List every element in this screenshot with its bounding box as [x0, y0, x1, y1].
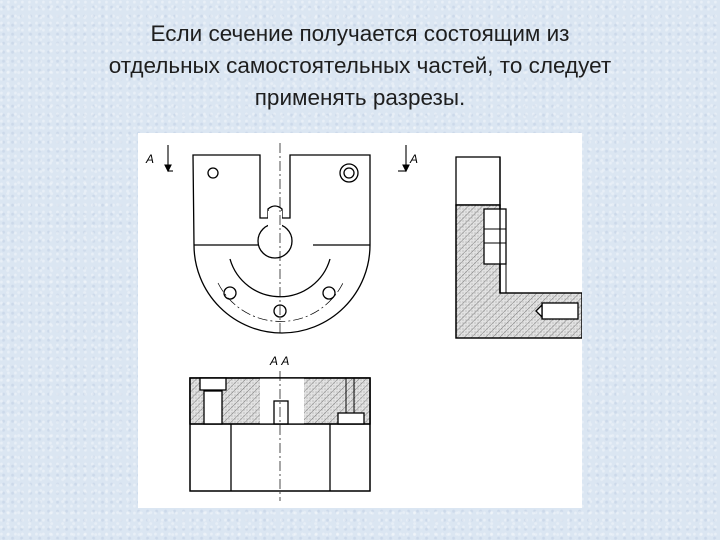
front-centerlines	[217, 143, 344, 333]
front-view	[192, 154, 371, 334]
title-line-1: Если сечение получается состоящим из	[150, 21, 570, 46]
drawing-svg: А А А А	[145, 143, 582, 501]
section-letter-right: А	[409, 152, 418, 166]
section-caption: А А	[269, 354, 289, 368]
side-view	[455, 156, 582, 339]
section-arrow-right	[398, 145, 410, 173]
slide-title: Если сечение получается состоящим из отд…	[20, 18, 700, 114]
section-arrow-left	[164, 145, 173, 173]
technical-drawing: А А А А	[138, 133, 582, 508]
section-letter-left: А	[145, 152, 154, 166]
title-line-2: отдельных самостоятельных частей, то сле…	[108, 53, 612, 78]
title-line-3: применять разрезы.	[254, 85, 466, 110]
